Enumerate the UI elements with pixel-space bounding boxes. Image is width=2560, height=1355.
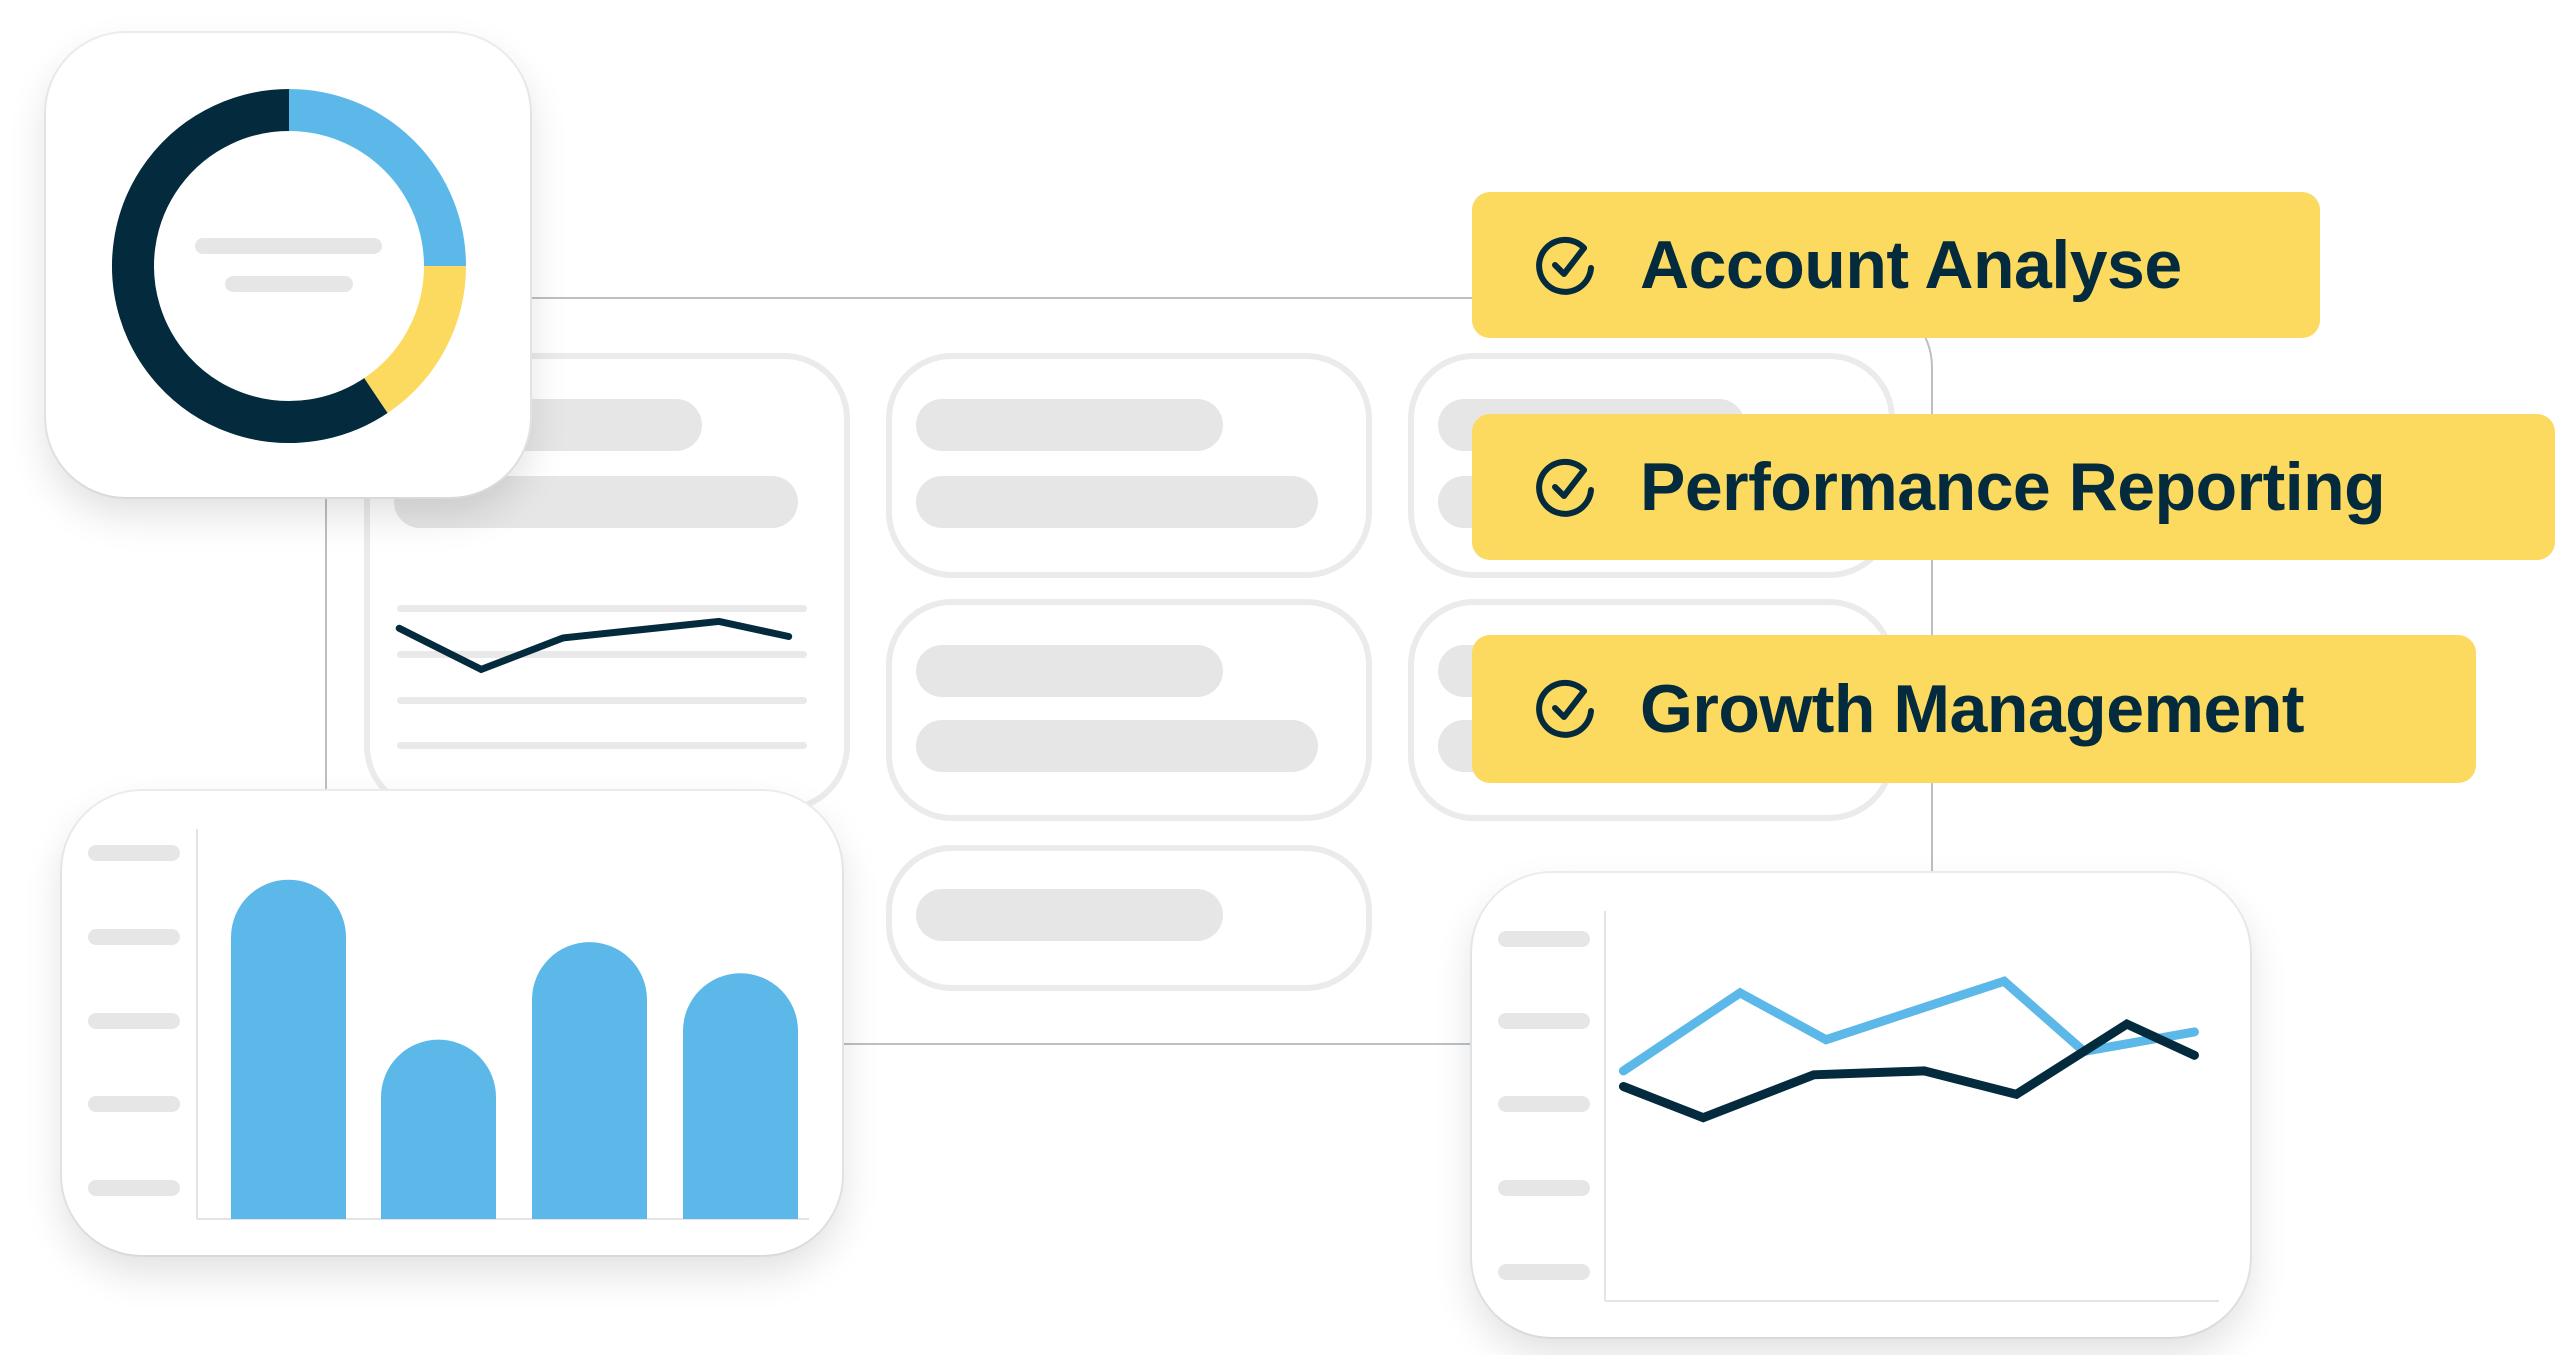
placeholder-bar [225,276,353,292]
placeholder-bar [916,476,1318,528]
bar-chart [196,829,809,1220]
bar-2 [381,1039,496,1219]
donut-segment-navy [112,89,388,443]
bar-4 [683,973,798,1219]
placeholder-card [886,599,1372,821]
line-chart [1604,911,2219,1302]
placeholder-bar [916,720,1318,772]
grid-line [397,697,807,704]
y-axis-label [1498,1013,1590,1029]
bar-3 [532,942,647,1219]
placeholder-card [886,845,1372,991]
grid-line [397,651,807,658]
y-axis-label [88,845,180,861]
y-axis-label [1498,931,1590,947]
sparkline-chart [395,617,793,674]
feature-tag-performance-reporting: Performance Reporting [1472,414,2555,560]
donut-segment-yellow [363,265,466,414]
y-axis-label [88,1180,180,1196]
donut-chart-card [46,33,530,497]
y-axis-label [1498,1180,1590,1196]
y-axis-label [88,929,180,945]
feature-tag-account-analyse: Account Analyse [1472,192,2320,338]
placeholder-bar [916,889,1223,941]
y-axis-label [1498,1096,1590,1112]
series-line-blue [1618,976,2199,1076]
feature-label: Growth Management [1640,671,2305,747]
y-axis-label [88,1013,180,1029]
feature-tag-growth-management: Growth Management [1472,635,2476,783]
placeholder-bar [916,645,1223,697]
placeholder-card [886,353,1372,578]
y-axis-label [1498,1264,1590,1280]
line-chart-card [1472,873,2250,1337]
placeholder-bar [916,399,1223,451]
y-axis-label [88,1096,180,1112]
donut-chart [112,89,466,443]
feature-label: Performance Reporting [1640,449,2386,525]
sparkline-series [395,617,793,674]
check-circle-icon [1536,458,1594,517]
check-circle-icon [1536,679,1594,738]
donut-segment-blue [288,89,466,267]
bar-1 [231,879,346,1219]
placeholder-bar [195,238,382,254]
series-line-navy [1618,1018,2199,1123]
check-circle-icon [1536,236,1594,295]
feature-label: Account Analyse [1640,227,2182,303]
grid-line [397,742,807,749]
grid-line [397,605,807,612]
bar-chart-card [62,791,842,1255]
